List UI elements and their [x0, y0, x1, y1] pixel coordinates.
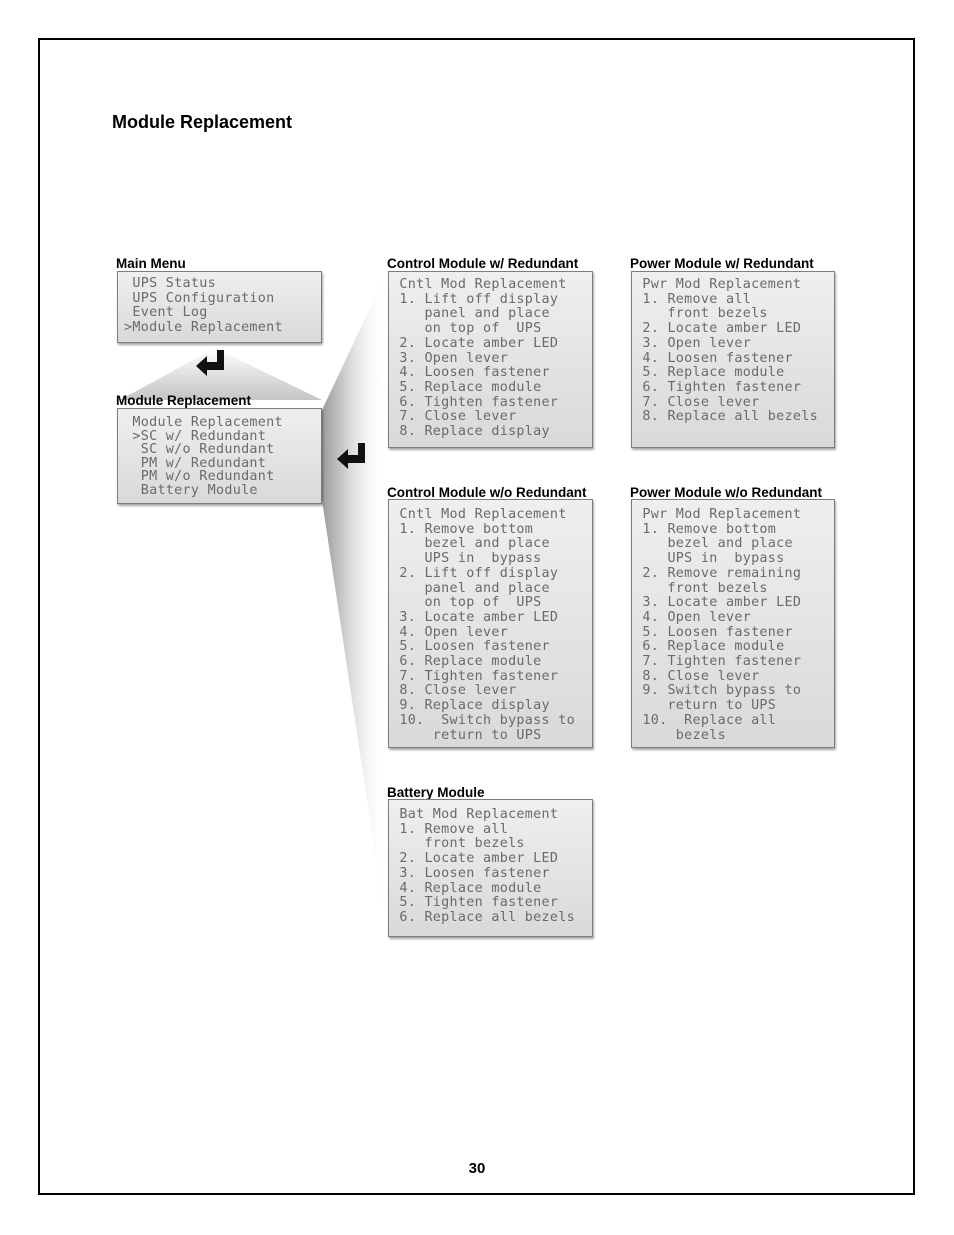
step-line: front bezels	[634, 306, 768, 322]
page-number: 30	[468, 1160, 486, 1177]
module-replacement-screen: Module Replacement >SC w/ Redundant SC w…	[117, 408, 322, 504]
step-line: 8. Close lever	[391, 683, 517, 699]
step-line: 7. Tighten fastener	[391, 668, 559, 684]
step-line: 3. Loosen fastener	[391, 865, 550, 881]
battery-module-screen: Bat Mod Replacement 1. Remove all front …	[388, 799, 593, 937]
step-line: Pwr Mod Replacement	[634, 507, 802, 522]
step-line: 5. Tighten fastener	[391, 895, 559, 911]
step-line: 9. Switch bypass to	[634, 683, 802, 699]
step-line: 2. Remove remaining	[634, 565, 802, 581]
panel-connector-shade	[322, 270, 388, 940]
step-line: 3. Locate amber LED	[634, 595, 802, 611]
step-line: 10. Switch bypass to	[391, 712, 575, 728]
step-line: bezel and place	[634, 536, 793, 552]
menu-line: UPS Status	[124, 276, 216, 291]
control-module-w-label: Control Module w/ Redundant	[387, 256, 579, 271]
menu-line: Module Replacement	[124, 415, 283, 430]
step-line: 6. Tighten fastener	[391, 394, 559, 410]
step-line: 9. Replace display	[391, 698, 550, 714]
step-line: Bat Mod Replacement	[391, 807, 559, 822]
enter-key-icon	[337, 443, 365, 469]
step-line: 5. Replace module	[634, 365, 785, 381]
menu-line: PM w/o Redundant	[124, 469, 275, 485]
module-replacement-label: Module Replacement	[116, 393, 252, 408]
step-line: 2. Locate amber LED	[634, 321, 802, 337]
step-line: 8. Close lever	[634, 668, 760, 684]
step-line: panel and place	[391, 580, 550, 596]
menu-line: UPS Configuration	[124, 290, 275, 306]
menu-line: Battery Module	[124, 482, 258, 498]
step-line: UPS in bypass	[634, 551, 785, 567]
step-line: 7. Close lever	[634, 394, 760, 410]
step-line: 3. Locate amber LED	[391, 609, 559, 625]
step-line: Pwr Mod Replacement	[634, 277, 802, 292]
menu-line: Event Log	[124, 305, 208, 321]
control-module-wo-screen: Cntl Mod Replacement 1. Remove bottom be…	[388, 499, 593, 748]
main-menu-screen: UPS Status UPS Configuration Event Log >…	[117, 271, 322, 343]
power-module-w-label: Power Module w/ Redundant	[630, 256, 814, 271]
main-menu-label: Main Menu	[116, 256, 186, 271]
control-module-wo-label: Control Module w/o Redundant	[387, 485, 587, 500]
step-line: 7. Close lever	[391, 409, 517, 425]
step-line: 3. Open lever	[391, 350, 509, 366]
power-module-wo-label: Power Module w/o Redundant	[630, 485, 822, 500]
step-line: 5. Loosen fastener	[634, 624, 793, 640]
step-line: 4. Replace module	[391, 880, 542, 896]
step-line: 2. Lift off display	[391, 565, 559, 581]
step-line: 1. Remove all	[634, 291, 752, 307]
power-module-wo-screen: Pwr Mod Replacement 1. Remove bottom bez…	[631, 499, 835, 748]
step-line: front bezels	[391, 836, 525, 852]
step-line: 6. Tighten fastener	[634, 379, 802, 395]
power-module-w-screen: Pwr Mod Replacement 1. Remove all front …	[631, 271, 835, 448]
step-line: 1. Remove bottom	[391, 521, 534, 537]
step-line: 7. Tighten fastener	[634, 654, 802, 670]
step-line: Cntl Mod Replacement	[391, 277, 567, 292]
step-line: bezel and place	[391, 536, 550, 552]
step-line: 6. Replace all bezels	[391, 909, 575, 925]
step-line: UPS in bypass	[391, 551, 542, 567]
step-line: 6. Replace module	[391, 654, 542, 670]
step-line: 4. Loosen fastener	[634, 350, 793, 366]
step-line: 1. Remove bottom	[634, 521, 777, 537]
step-line: bezels	[634, 727, 726, 743]
step-line: 10. Replace all	[634, 712, 777, 728]
step-line: on top of UPS	[391, 321, 542, 337]
menu-connector-shade	[120, 348, 322, 400]
step-line: return to UPS	[391, 727, 542, 743]
menu-line: PM w/ Redundant	[124, 455, 267, 471]
battery-module-label: Battery Module	[387, 785, 485, 800]
page-frame	[38, 38, 915, 1195]
step-line: front bezels	[634, 580, 768, 596]
step-line: 6. Replace module	[634, 639, 785, 655]
step-line: on top of UPS	[391, 595, 542, 611]
control-module-w-screen: Cntl Mod Replacement 1. Lift off display…	[388, 271, 593, 448]
step-line: 8. Replace display	[391, 424, 550, 440]
step-line: 2. Locate amber LED	[391, 335, 559, 351]
step-line: 8. Replace all bezels	[634, 409, 818, 425]
menu-line-selected: >SC w/ Redundant	[124, 428, 267, 444]
step-line: 5. Replace module	[391, 379, 542, 395]
enter-key-icon	[196, 350, 224, 376]
menu-line-selected: >Module Replacement	[124, 319, 283, 335]
step-line: 1. Lift off display	[391, 291, 559, 307]
page-title: Module Replacement	[112, 112, 293, 132]
step-line: 2. Locate amber LED	[391, 851, 559, 867]
step-line: 4. Open lever	[391, 624, 509, 640]
step-line: 3. Open lever	[634, 335, 752, 351]
step-line: 4. Open lever	[634, 609, 752, 625]
step-line: 4. Loosen fastener	[391, 365, 550, 381]
step-line: 1. Remove all	[391, 821, 509, 837]
menu-line: SC w/o Redundant	[124, 442, 275, 458]
step-line: return to UPS	[634, 698, 777, 714]
step-line: 5. Loosen fastener	[391, 639, 550, 655]
step-line: Cntl Mod Replacement	[391, 507, 567, 522]
step-line: panel and place	[391, 306, 550, 322]
